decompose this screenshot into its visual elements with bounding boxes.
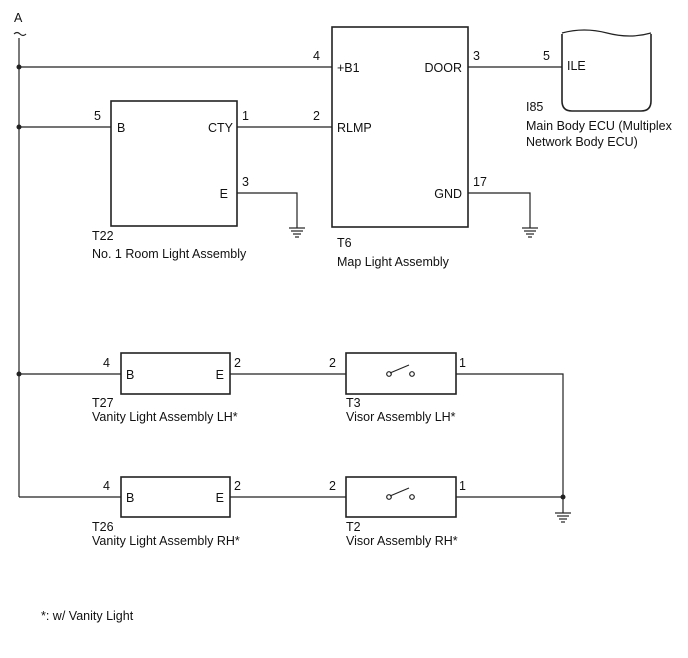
t6-pin-door-label: DOOR bbox=[425, 61, 463, 75]
wire-t3-to-ground bbox=[456, 373, 564, 513]
wire-t22-gnd bbox=[237, 192, 298, 228]
t6-pin-gnd-number: 17 bbox=[473, 175, 487, 189]
t6-pin-rlmp-label: RLMP bbox=[337, 121, 372, 135]
i85-ecu-name-line2: Network Body ECU) bbox=[526, 135, 638, 149]
i85-partial-edge bbox=[561, 29, 652, 37]
t6-pin-b1-label: +B1 bbox=[337, 61, 360, 75]
i85-ecu-name-line1: Main Body ECU (Multiplex bbox=[526, 119, 673, 133]
t2-assembly-name: Visor Assembly RH* bbox=[346, 534, 458, 548]
t27-connector-code: T27 bbox=[92, 396, 114, 410]
t3-switch-symbol bbox=[386, 364, 415, 377]
t3-assembly-name: Visor Assembly LH* bbox=[346, 410, 456, 424]
t2-visor-rh-box bbox=[345, 476, 457, 518]
t22-pin-b-label: B bbox=[117, 121, 125, 135]
t22-pin-cty-number: 1 bbox=[242, 109, 249, 123]
ground-symbol bbox=[522, 227, 538, 238]
t6-pin-rlmp-number: 2 bbox=[313, 109, 320, 123]
t27-pin-e-number: 2 bbox=[234, 356, 241, 370]
i85-pin-ile-label: ILE bbox=[567, 59, 586, 73]
t3-pin-out-number: 1 bbox=[459, 356, 466, 370]
t22-pin-e-label: E bbox=[220, 187, 228, 201]
t6-map-light-box bbox=[331, 26, 469, 228]
i85-ecu-box bbox=[561, 34, 652, 112]
t26-assembly-name: Vanity Light Assembly RH* bbox=[92, 534, 240, 548]
t22-connector-code: T22 bbox=[92, 229, 114, 243]
t3-visor-lh-box bbox=[345, 352, 457, 395]
t26-pin-b-label: B bbox=[126, 491, 134, 505]
ground-symbol bbox=[289, 227, 305, 238]
t27-assembly-name: Vanity Light Assembly LH* bbox=[92, 410, 238, 424]
t22-pin-cty-label: CTY bbox=[208, 121, 234, 135]
i85-pin-ile-number: 5 bbox=[543, 49, 550, 63]
t22-pin-e-number: 3 bbox=[242, 175, 249, 189]
t26-connector-code: T26 bbox=[92, 520, 114, 534]
t22-pin-b-number: 5 bbox=[94, 109, 101, 123]
junction-dot bbox=[560, 494, 566, 500]
t26-pin-b-number: 4 bbox=[103, 479, 110, 493]
t2-connector-code: T2 bbox=[346, 520, 361, 534]
ground-symbol bbox=[555, 512, 571, 523]
t6-assembly-name: Map Light Assembly bbox=[337, 255, 450, 269]
t26-vanity-light-rh-box bbox=[120, 476, 231, 518]
t2-pin-out-number: 1 bbox=[459, 479, 466, 493]
line-break-mark bbox=[13, 31, 27, 37]
t27-pin-b-number: 4 bbox=[103, 356, 110, 370]
t6-pin-b1-number: 4 bbox=[313, 49, 320, 63]
t6-connector-code: T6 bbox=[337, 236, 352, 250]
t27-pin-e-label: E bbox=[216, 368, 224, 382]
t26-pin-e-label: E bbox=[216, 491, 224, 505]
i85-connector-code: I85 bbox=[526, 100, 543, 114]
t2-pin-in-number: 2 bbox=[329, 479, 336, 493]
wire-t6-gnd bbox=[468, 192, 531, 228]
footnote: *: w/ Vanity Light bbox=[41, 609, 134, 623]
t27-pin-b-label: B bbox=[126, 368, 134, 382]
t3-connector-code: T3 bbox=[346, 396, 361, 410]
main-line-label: A bbox=[14, 11, 23, 25]
t22-assembly-name: No. 1 Room Light Assembly bbox=[92, 247, 247, 261]
t22-room-light-box bbox=[110, 100, 238, 227]
t6-pin-gnd-label: GND bbox=[434, 187, 462, 201]
t26-pin-e-number: 2 bbox=[234, 479, 241, 493]
t3-pin-in-number: 2 bbox=[329, 356, 336, 370]
t6-pin-door-number: 3 bbox=[473, 49, 480, 63]
t2-switch-symbol bbox=[386, 487, 415, 500]
t27-vanity-light-lh-box bbox=[120, 352, 231, 395]
